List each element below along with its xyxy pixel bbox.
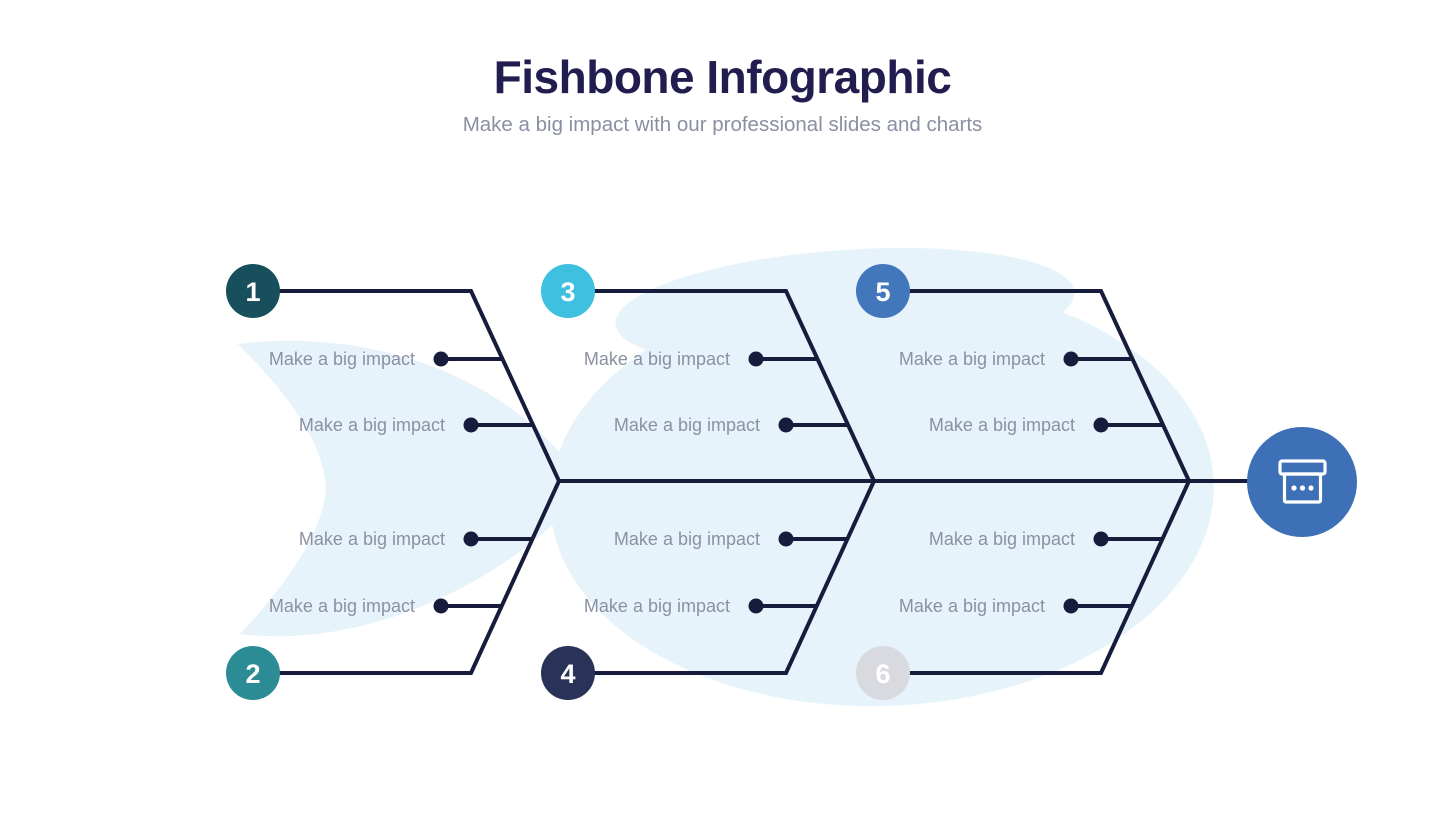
- connector-dot: [463, 417, 479, 433]
- connector-dot: [433, 351, 449, 367]
- step-number: 4: [560, 659, 575, 689]
- terminal-node: [1247, 427, 1357, 537]
- step-circle: [226, 264, 280, 318]
- page-subtitle: Make a big impact with our professional …: [462, 113, 983, 136]
- bone-line: [253, 480, 561, 675]
- bone-5: Make a big impact Make a big impact 5: [856, 264, 1191, 482]
- connector-dot: [1093, 531, 1109, 547]
- step-number: 5: [875, 277, 890, 307]
- bone-line: [568, 289, 876, 482]
- icon-dot: [1299, 485, 1306, 491]
- connector-dot: [1093, 417, 1109, 433]
- terminal-circle: [1247, 427, 1357, 537]
- connector-dot: [433, 598, 449, 614]
- step-number: 1: [245, 277, 260, 307]
- step-circle: [856, 264, 910, 318]
- bone-4: Make a big impact Make a big impact 4: [541, 480, 876, 700]
- bone-line: [568, 480, 876, 675]
- connector-dot: [463, 531, 479, 547]
- connector-dot: [748, 351, 764, 367]
- icon-body: [1282, 472, 1323, 504]
- branch-label: Make a big impact: [584, 596, 730, 616]
- connector-dot: [778, 417, 794, 433]
- branch-label: Make a big impact: [299, 415, 445, 435]
- step-circle: [541, 646, 595, 700]
- archive-box-icon: [1278, 459, 1327, 504]
- connector-dot: [1063, 351, 1079, 367]
- connector-dot: [778, 531, 794, 547]
- icon-dot: [1308, 485, 1314, 491]
- fish-silhouette: [238, 247, 1214, 707]
- fish-tail-shape: [238, 340, 571, 637]
- step-circle: [856, 646, 910, 700]
- step-number: 6: [875, 659, 890, 689]
- bone-1: Make a big impact Make a big impact 1: [226, 264, 561, 482]
- branch-label: Make a big impact: [269, 596, 415, 616]
- icon-dot: [1291, 485, 1297, 491]
- bone-line: [253, 289, 561, 482]
- branch-label: Make a big impact: [614, 415, 760, 435]
- step-number: 3: [560, 277, 575, 307]
- branch-label: Make a big impact: [899, 349, 1045, 369]
- page-title: Fishbone Infographic: [493, 51, 952, 103]
- connector-dot: [1063, 598, 1079, 614]
- step-number: 2: [245, 659, 260, 689]
- bone-line: [883, 289, 1191, 482]
- step-circle: [226, 646, 280, 700]
- branch-label: Make a big impact: [614, 529, 760, 549]
- bone-2: Make a big impact Make a big impact 2: [226, 480, 561, 700]
- bone-line: [883, 480, 1191, 675]
- fish-body-shape: [550, 281, 1214, 707]
- branch-label: Make a big impact: [584, 349, 730, 369]
- step-circle: [541, 264, 595, 318]
- bone-6: Make a big impact Make a big impact 6: [856, 480, 1191, 700]
- branch-label: Make a big impact: [899, 596, 1045, 616]
- branch-label: Make a big impact: [269, 349, 415, 369]
- bone-3: Make a big impact Make a big impact 3: [541, 264, 876, 482]
- branch-label: Make a big impact: [929, 415, 1075, 435]
- branch-label: Make a big impact: [299, 529, 445, 549]
- slide-header: Fishbone Infographic Make a big impact w…: [0, 50, 1445, 137]
- connector-dot: [748, 598, 764, 614]
- branch-label: Make a big impact: [929, 529, 1075, 549]
